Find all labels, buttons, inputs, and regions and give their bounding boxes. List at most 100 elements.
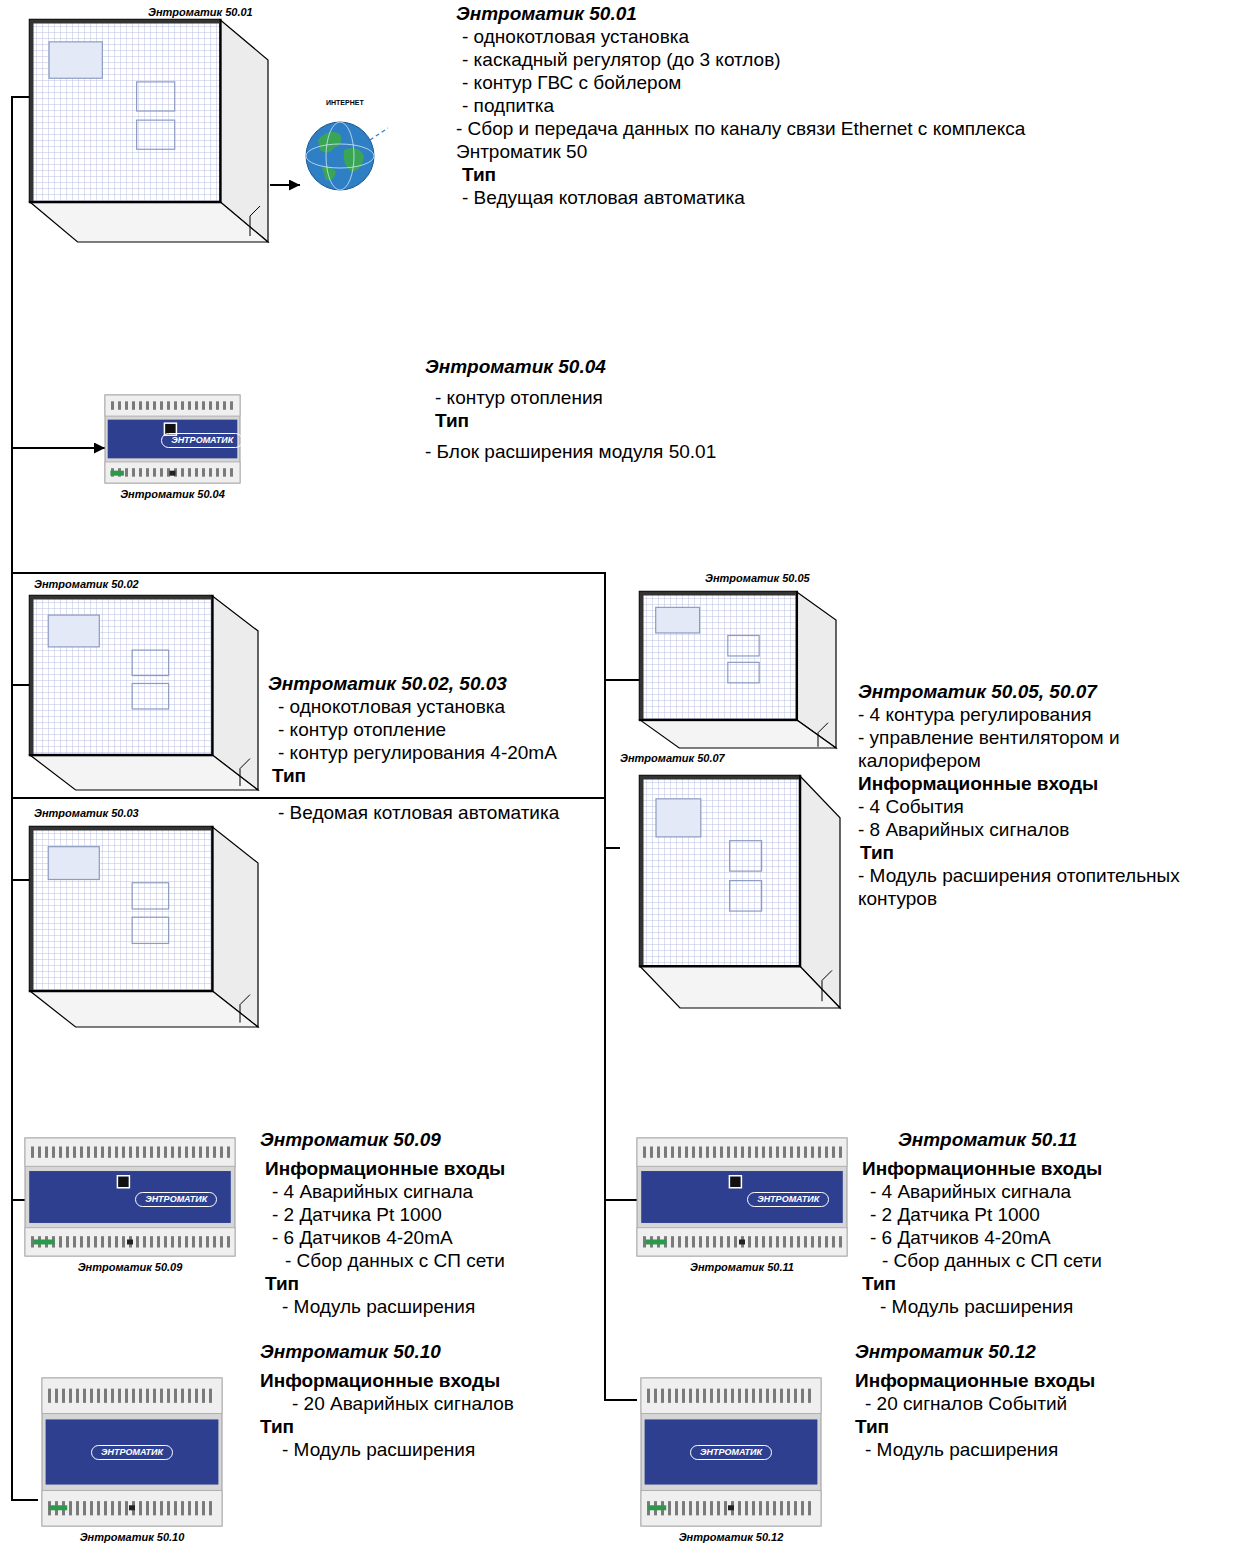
feature-item: - Сбор данных с СП сети [882, 1249, 1102, 1272]
module-button [127, 1239, 133, 1244]
feature-item: - 20 сигналов Событий [865, 1392, 1067, 1415]
expansion-module: ЭНТРОМАТИК Энтроматик 50.10 [38, 1378, 228, 1550]
device-caption: Энтроматик 50.03 [34, 807, 139, 820]
terminal-strip [42, 1378, 222, 1414]
section-label: Тип [462, 163, 496, 186]
feature-item: - 4 контура регулирования [858, 703, 1091, 726]
bus-connector [12, 97, 30, 685]
module-connector [729, 1176, 741, 1188]
cabinet-frame [32, 22, 220, 202]
feature-item: - 2 Датчика Pt 1000 [870, 1203, 1040, 1226]
cabinet-window [728, 635, 759, 655]
section-label: Тип [265, 1272, 299, 1295]
feature-item: - Ведомая котловая автоматика [278, 801, 559, 824]
feature-item: - 2 Датчика Pt 1000 [272, 1203, 442, 1226]
terminal-strip [641, 1490, 821, 1526]
feature-item: - подпитка [462, 94, 554, 117]
module-button [728, 1505, 734, 1510]
feature-item: - Сбор и передача данных по каналу связи… [456, 117, 1056, 163]
cabinet-window [132, 917, 168, 943]
controller-cabinet: Энтроматик 50.02 [30, 578, 260, 792]
cabinet-window [49, 42, 102, 78]
cabinet-window [137, 82, 175, 111]
internet-globe-picture [300, 110, 390, 194]
module-panel [46, 1419, 219, 1484]
feature-item: - Модуль расширения [282, 1438, 475, 1461]
terminal-strip [105, 462, 240, 483]
cabinet-bottom [30, 755, 258, 790]
cabinet-edge [822, 970, 832, 1001]
bus-connector [12, 97, 637, 1400]
device-title: Энтроматик 50.09 [260, 1128, 441, 1151]
bus-connector [12, 97, 620, 848]
feature-item: - однокотловая установка [278, 695, 505, 718]
feature-item: - контур отопление [278, 718, 446, 741]
device-title: Энтроматик 50.10 [260, 1340, 441, 1363]
device-caption: Энтроматик 50.01 [148, 6, 253, 19]
section-label: Тип [855, 1415, 889, 1438]
signal-dash [370, 128, 388, 140]
feature-item: - Блок расширения модуля 50.01 [425, 440, 716, 463]
device-caption: Энтроматик 50.11 [690, 1261, 794, 1274]
device-caption: Энтроматик 50.09 [78, 1261, 183, 1274]
module-panel [641, 1171, 843, 1223]
cabinet-window [730, 841, 762, 871]
cabinet-frame [642, 594, 796, 719]
expansion-module: ЭНТРОМАТИКЭнтроматик 50.12 [637, 1378, 827, 1550]
brand-logo: ЭНТРОМАТИК [747, 1192, 829, 1207]
controller-cabinet: Энтроматик 50.01 [30, 4, 270, 244]
cabinet-window [656, 607, 700, 633]
terminal-strip [637, 1228, 847, 1256]
bus-connector [12, 97, 30, 880]
module-led [645, 1239, 666, 1244]
device-title: Энтроматик 50.04 [425, 355, 606, 378]
section-label: Информационные входы [265, 1157, 505, 1180]
cabinet-window [132, 883, 168, 909]
brand-logo: ЭНТРОМАТИК [91, 1445, 173, 1460]
device-caption: Энтроматик 50.02 [34, 578, 139, 591]
cabinet-frame [32, 598, 212, 755]
feature-item: - контур регулирования 4-20mA [278, 741, 557, 764]
device-caption: Энтроматик 50.05 [705, 572, 810, 585]
controller-cabinet-picture [30, 596, 258, 790]
cabinet-edge [250, 206, 260, 236]
cabinet-front [30, 827, 212, 991]
cabinet-bottom [640, 720, 836, 748]
module-led [648, 1505, 666, 1510]
controller-cabinet: Энтроматик 50.05 [640, 570, 840, 750]
feature-item: - каскадный регулятор (до 3 котлов) [462, 48, 781, 71]
terminal-strip [641, 1378, 821, 1414]
feature-item: - 8 Аварийных сигналов [858, 818, 1069, 841]
device-title: Энтроматик 50.11 [898, 1128, 1077, 1151]
feature-item: - 20 Аварийных сигналов [292, 1392, 514, 1415]
feature-item: - Модуль расширения отопительных контуро… [858, 864, 1250, 910]
device-title: Энтроматик 50.02, 50.03 [268, 672, 507, 695]
cabinet-edge [818, 723, 828, 747]
section-label: Информационные входы [855, 1369, 1095, 1392]
section-label: Информационные входы [260, 1369, 500, 1392]
section-label: Тип [862, 1272, 896, 1295]
controller-cabinet: Энтроматик 50.07 [620, 752, 842, 1010]
feature-item: - 6 Датчиков 4-20mA [870, 1226, 1051, 1249]
cabinet-front [640, 592, 797, 720]
globe [306, 122, 374, 190]
feature-item: - 4 Аварийных сигнала [272, 1180, 473, 1203]
device-caption: Энтроматик 50.12 [679, 1531, 784, 1544]
section-label: Тип [860, 841, 894, 864]
terminal-strip [637, 1138, 847, 1166]
module-button [170, 471, 176, 476]
cabinet-window [728, 662, 759, 682]
section-label: Тип [435, 409, 469, 432]
device-title: Энтроматик 50.01 [456, 2, 637, 25]
cabinet-front [30, 596, 212, 755]
cabinet-frame [32, 829, 212, 991]
cabinet-bottom [30, 202, 268, 242]
module-panel [645, 1419, 818, 1484]
device-caption: Энтроматик 50.10 [80, 1531, 185, 1544]
cabinet-edge [240, 759, 250, 786]
section-label: Информационные входы [862, 1157, 1102, 1180]
device-caption: Энтроматик 50.04 [120, 488, 225, 501]
module-body [42, 1378, 222, 1526]
module-led [49, 1505, 67, 1510]
module-body [641, 1378, 821, 1526]
